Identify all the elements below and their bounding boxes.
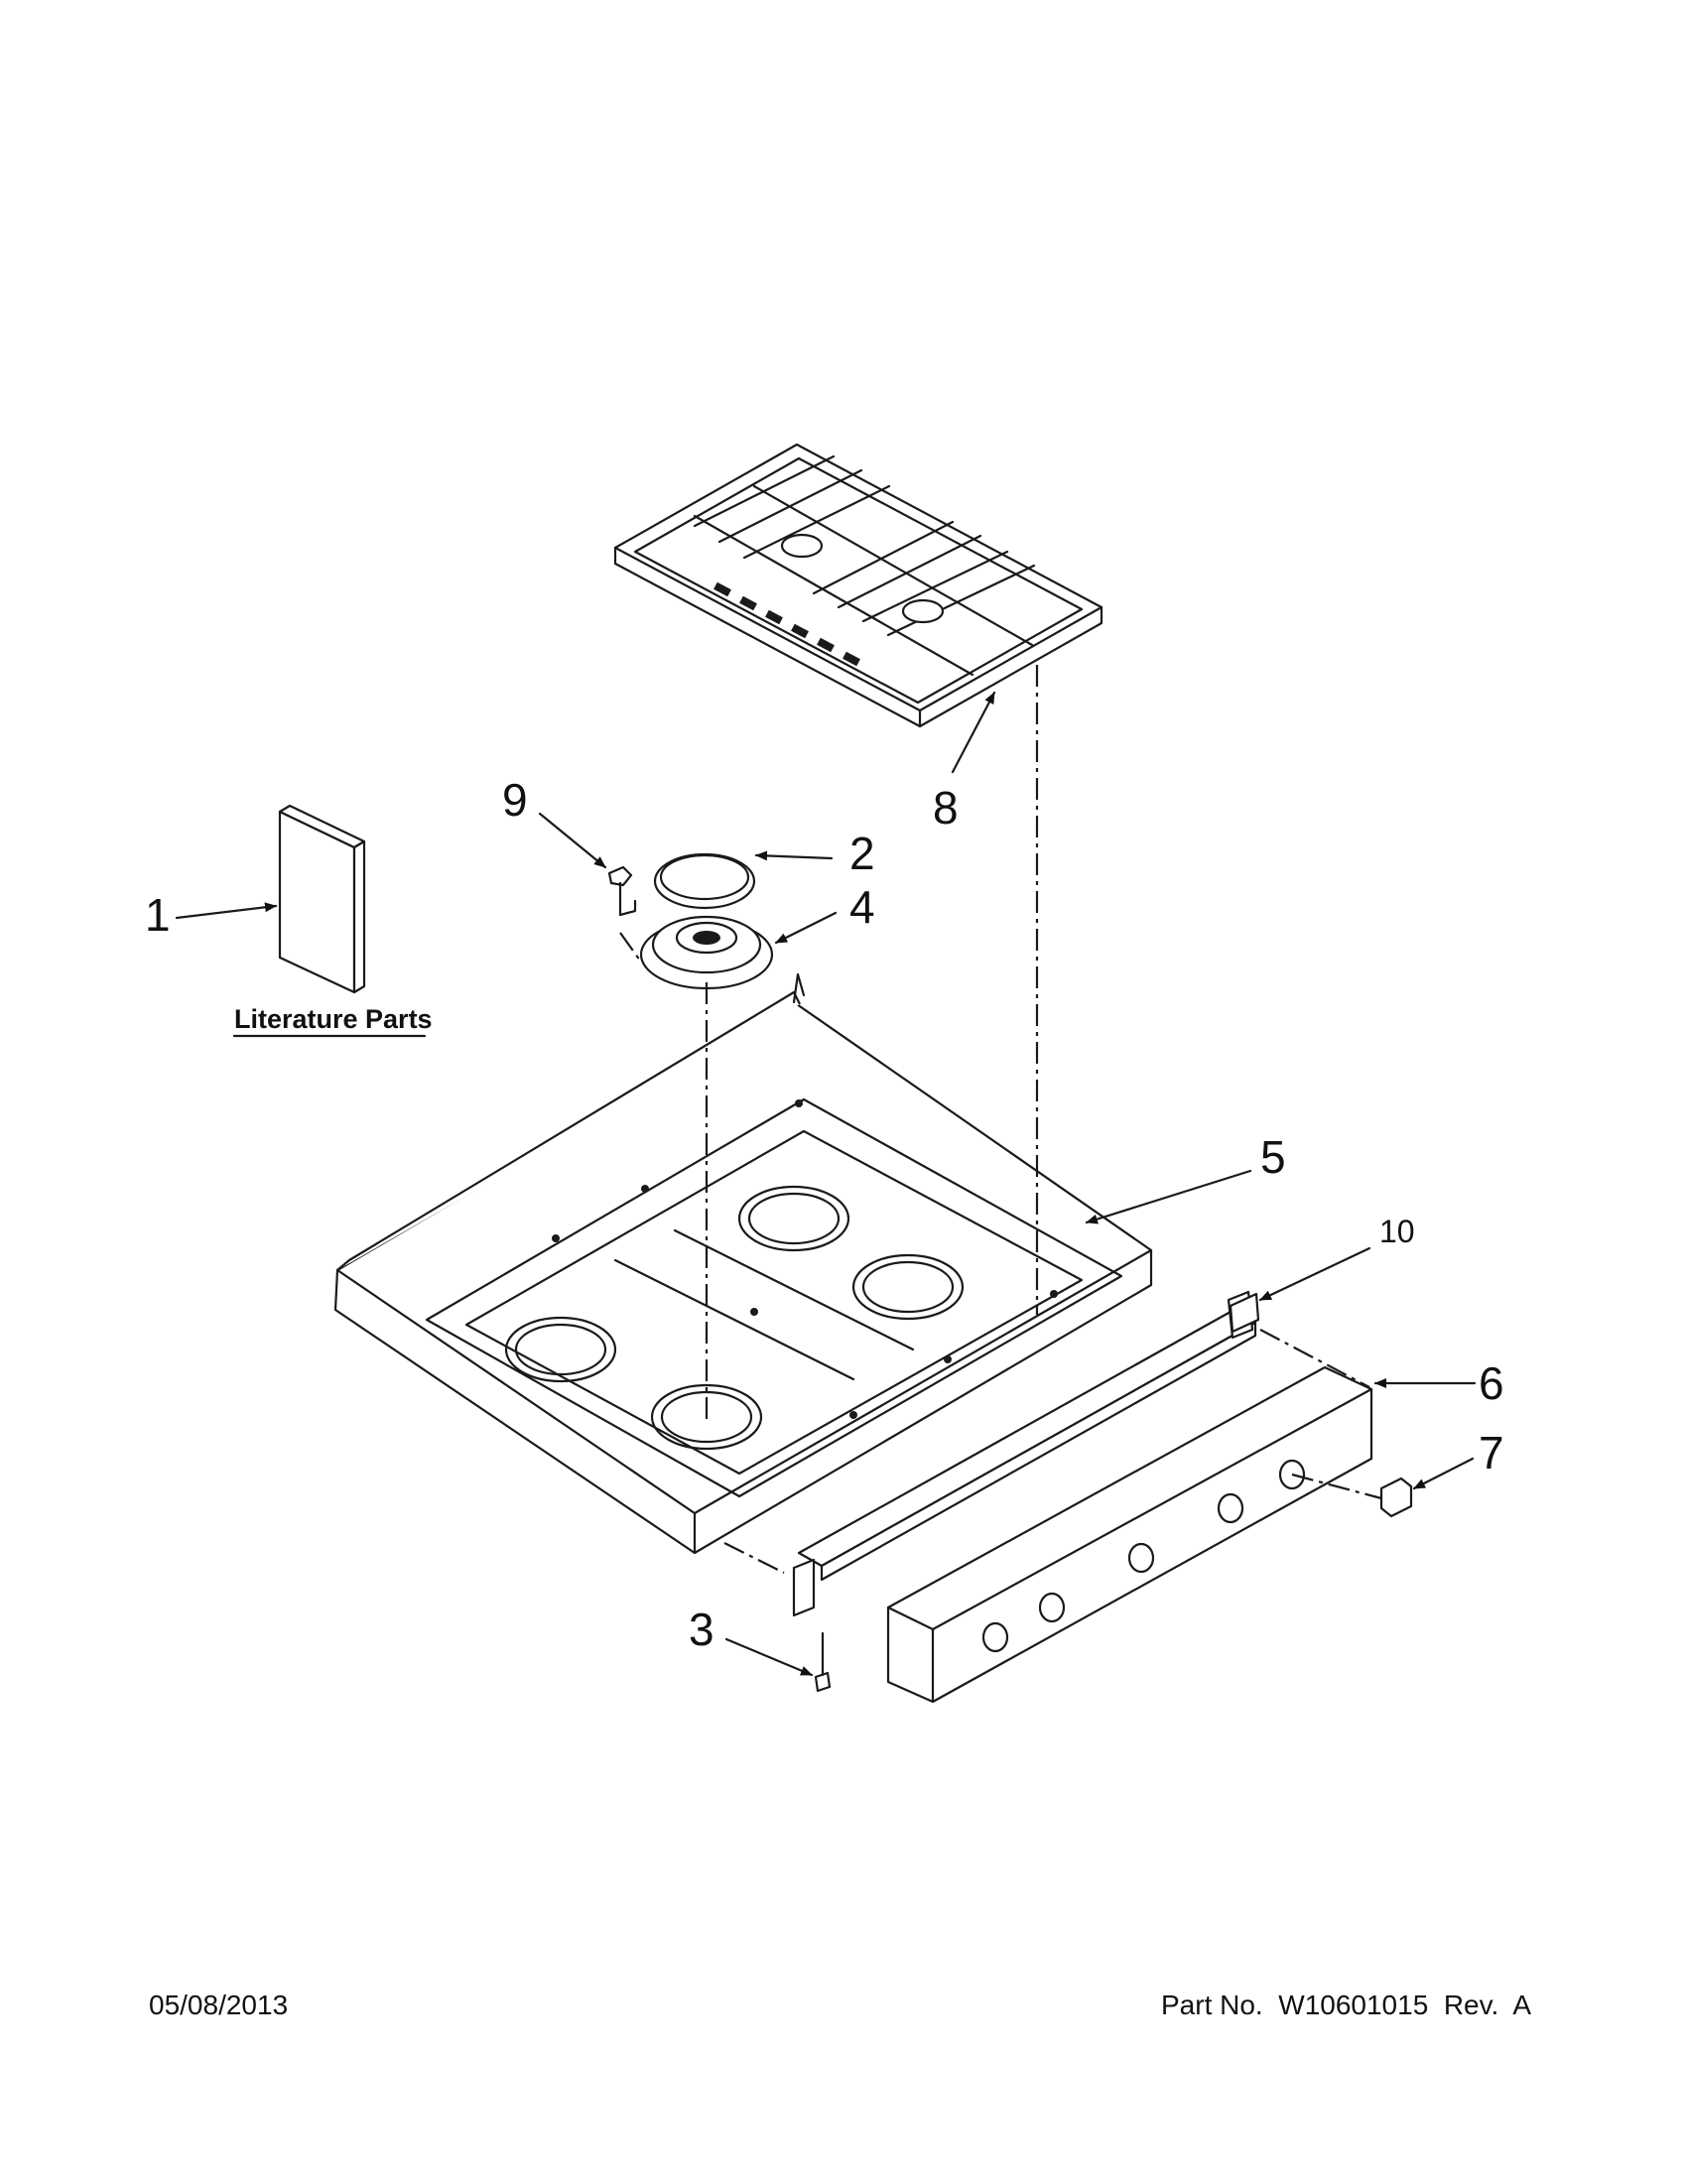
manifold-bracket-clip	[1229, 1292, 1260, 1334]
callout-2: 2	[849, 828, 875, 879]
burner-cap	[653, 852, 756, 910]
literature-booklet	[278, 804, 366, 994]
leader-1	[175, 902, 278, 920]
callout-9: 9	[502, 774, 528, 826]
callout-8: 8	[933, 782, 959, 834]
callout-5: 5	[1260, 1131, 1286, 1183]
callout-6: 6	[1479, 1357, 1504, 1409]
assembly-line-manifold-right	[1259, 1329, 1370, 1388]
leader-9	[538, 812, 607, 869]
callout-1: 1	[145, 889, 171, 941]
callout-7: 7	[1479, 1427, 1504, 1478]
callout-10: 10	[1379, 1214, 1415, 1249]
assembly-line-screw	[619, 932, 641, 962]
cooktop	[333, 972, 1153, 1555]
assembly-line-knob	[1291, 1473, 1382, 1500]
footer-part-number: Part No. W10601015 Rev. A	[1161, 1990, 1532, 2020]
footer-date: 05/08/2013	[149, 1990, 289, 2020]
leader-5	[1085, 1169, 1252, 1224]
callout-3: 3	[689, 1604, 714, 1655]
leader-arrows	[175, 691, 1477, 1677]
leader-7	[1412, 1457, 1475, 1490]
burner-screw	[607, 865, 637, 917]
callout-4: 4	[849, 881, 875, 933]
leader-2	[754, 850, 834, 861]
burner-base	[639, 915, 774, 990]
assembly-line-manifold-left	[723, 1542, 785, 1574]
control-knob	[1379, 1477, 1413, 1518]
leader-4	[774, 911, 838, 945]
burner-grate	[613, 443, 1103, 728]
manifold-screw	[814, 1631, 832, 1693]
leader-3	[724, 1637, 814, 1677]
leader-8	[951, 691, 996, 774]
literature-parts-label: Literature Parts	[234, 1004, 433, 1034]
manifold-panel	[792, 1290, 1373, 1704]
leader-10	[1258, 1246, 1371, 1302]
